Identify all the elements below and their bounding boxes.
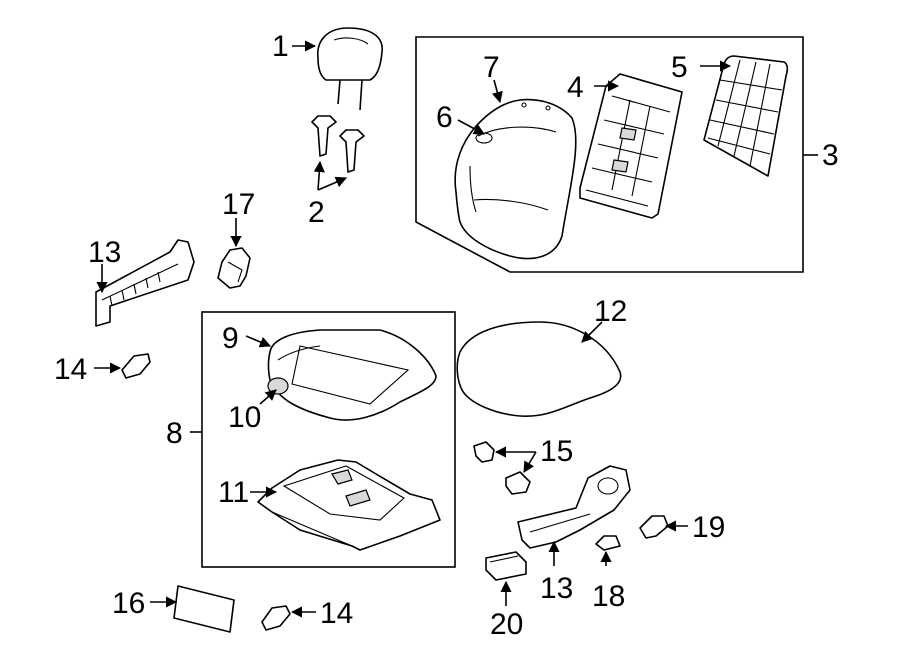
callout-3: 3 (822, 139, 839, 172)
callout-4: 4 (567, 71, 584, 104)
callout-17: 17 (222, 188, 255, 221)
seat-back-group-box (415, 36, 804, 273)
callout-11: 11 (218, 476, 249, 509)
leader-9 (245, 335, 272, 348)
callout-9: 9 (222, 322, 239, 355)
seat-cushion-group-box (201, 311, 456, 568)
cap-part[interactable] (639, 515, 669, 539)
leader-10 (259, 389, 277, 405)
callout-1: 1 (272, 30, 289, 63)
seat-back-frame-part[interactable] (579, 73, 683, 219)
leader-2b (317, 176, 348, 191)
leader-6 (457, 119, 485, 135)
leader-15b (523, 451, 537, 473)
callout-13-left: 13 (88, 236, 121, 269)
knob-lower-part[interactable] (261, 605, 291, 631)
small-cover-part[interactable] (595, 535, 621, 551)
seat-cushion-heater-part[interactable] (456, 321, 622, 417)
seat-back-cover-part[interactable] (454, 98, 577, 260)
callout-20: 20 (490, 608, 523, 641)
leader-7 (491, 79, 503, 104)
headrest-part[interactable] (317, 27, 383, 111)
knob-upper-part[interactable] (121, 353, 151, 379)
switch-module-part[interactable] (485, 551, 527, 581)
seat-cushion-cover-part[interactable] (267, 329, 437, 421)
side-shield-right-part[interactable] (517, 465, 631, 549)
callout-5: 5 (671, 51, 688, 84)
callout-2: 2 (308, 196, 325, 229)
seat-cushion-frame-part[interactable] (257, 459, 441, 551)
callout-8: 8 (166, 417, 183, 450)
callout-18: 18 (592, 580, 625, 613)
callout-12: 12 (594, 295, 627, 328)
callout-7: 7 (483, 51, 500, 84)
recliner-cover-part[interactable] (217, 247, 251, 289)
callout-14-lower: 14 (320, 597, 353, 630)
seat-back-heater-part[interactable] (703, 55, 789, 177)
trim-strip-part[interactable] (173, 585, 235, 633)
headrest-guides-part[interactable] (311, 115, 365, 173)
leader-2a (313, 160, 325, 191)
leader-12 (581, 321, 603, 343)
callout-10: 10 (228, 401, 261, 434)
clips-part[interactable] (473, 441, 531, 495)
callout-16: 16 (112, 587, 145, 620)
callout-14-upper: 14 (54, 353, 87, 386)
side-shield-left-part[interactable] (95, 239, 195, 327)
callout-6: 6 (436, 101, 453, 134)
callout-13-right: 13 (540, 572, 573, 605)
callout-15: 15 (540, 435, 573, 468)
callout-19: 19 (692, 511, 725, 544)
